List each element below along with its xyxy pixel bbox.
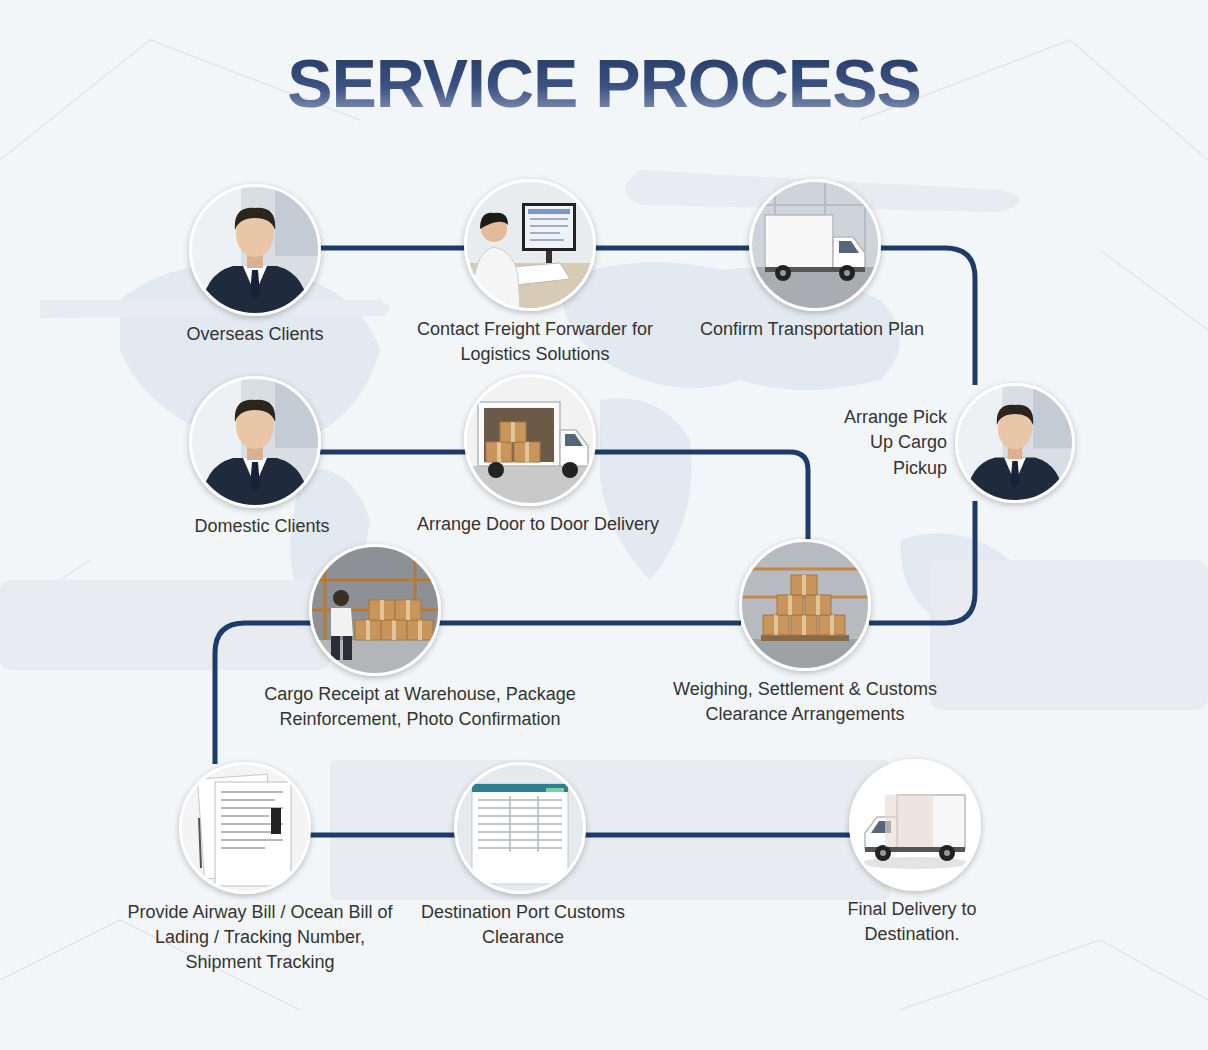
step-label: Confirm Transportation Plan	[677, 317, 947, 342]
step-label: Destination Port Customs Clearance	[403, 900, 643, 950]
step-text: Arrange Pick Up Cargo Pickup	[835, 405, 947, 481]
flow-connector	[584, 833, 851, 838]
flow-connector	[439, 621, 741, 626]
process-step: Destination Port Customs Clearance	[456, 764, 584, 892]
process-step: Contact Freight Forwarder for Logistics …	[466, 181, 594, 309]
step-text: Destination Port Customs Clearance	[403, 900, 643, 950]
step-text: Provide Airway Bill / Ocean Bill of Ladi…	[124, 900, 396, 976]
flow-connector	[319, 450, 466, 455]
process-step: Arrange Door to Door Delivery	[466, 376, 594, 504]
step-text: Overseas Clients	[140, 322, 370, 347]
process-step: Overseas Clients	[191, 186, 319, 314]
process-step: Cargo Receipt at Warehouse, Package Rein…	[311, 546, 439, 674]
step-label: Provide Airway Bill / Ocean Bill of Ladi…	[124, 900, 396, 976]
process-step: Arrange Pick Up Cargo Pickup	[957, 385, 1073, 501]
diagram-title: SERVICE PROCESS	[0, 44, 1208, 122]
step-text: Cargo Receipt at Warehouse, Package Rein…	[255, 682, 585, 732]
process-step: Domestic Clients	[191, 378, 319, 506]
step-text: Final Delivery to Destination.	[812, 897, 1012, 947]
step-label: Contact Freight Forwarder for Logistics …	[405, 317, 665, 367]
process-step: Final Delivery to Destination.	[851, 761, 979, 889]
step-label: Arrange Door to Door Delivery	[393, 512, 683, 537]
step-text: Confirm Transportation Plan	[677, 317, 947, 342]
flow-connector	[309, 833, 456, 838]
step-label: Weighing, Settlement & Customs Clearance…	[655, 677, 955, 727]
process-step: Confirm Transportation Plan	[751, 181, 879, 309]
step-label: Overseas Clients	[140, 322, 370, 347]
step-label: Final Delivery to Destination.	[812, 897, 1012, 947]
process-step: Weighing, Settlement & Customs Clearance…	[741, 541, 869, 669]
step-text: Arrange Door to Door Delivery	[393, 512, 683, 537]
step-label: Arrange Pick Up Cargo Pickup	[835, 405, 947, 481]
step-label: Cargo Receipt at Warehouse, Package Rein…	[255, 682, 585, 732]
step-label: Domestic Clients	[147, 514, 377, 539]
flow-connector	[869, 501, 975, 623]
step-text: Domestic Clients	[147, 514, 377, 539]
process-step: Provide Airway Bill / Ocean Bill of Ladi…	[181, 764, 309, 892]
flow-connector	[879, 248, 975, 385]
step-text: Weighing, Settlement & Customs Clearance…	[655, 677, 955, 727]
flow-connector	[594, 246, 751, 251]
flow-connector	[319, 246, 466, 251]
step-text: Contact Freight Forwarder for Logistics …	[405, 317, 665, 367]
